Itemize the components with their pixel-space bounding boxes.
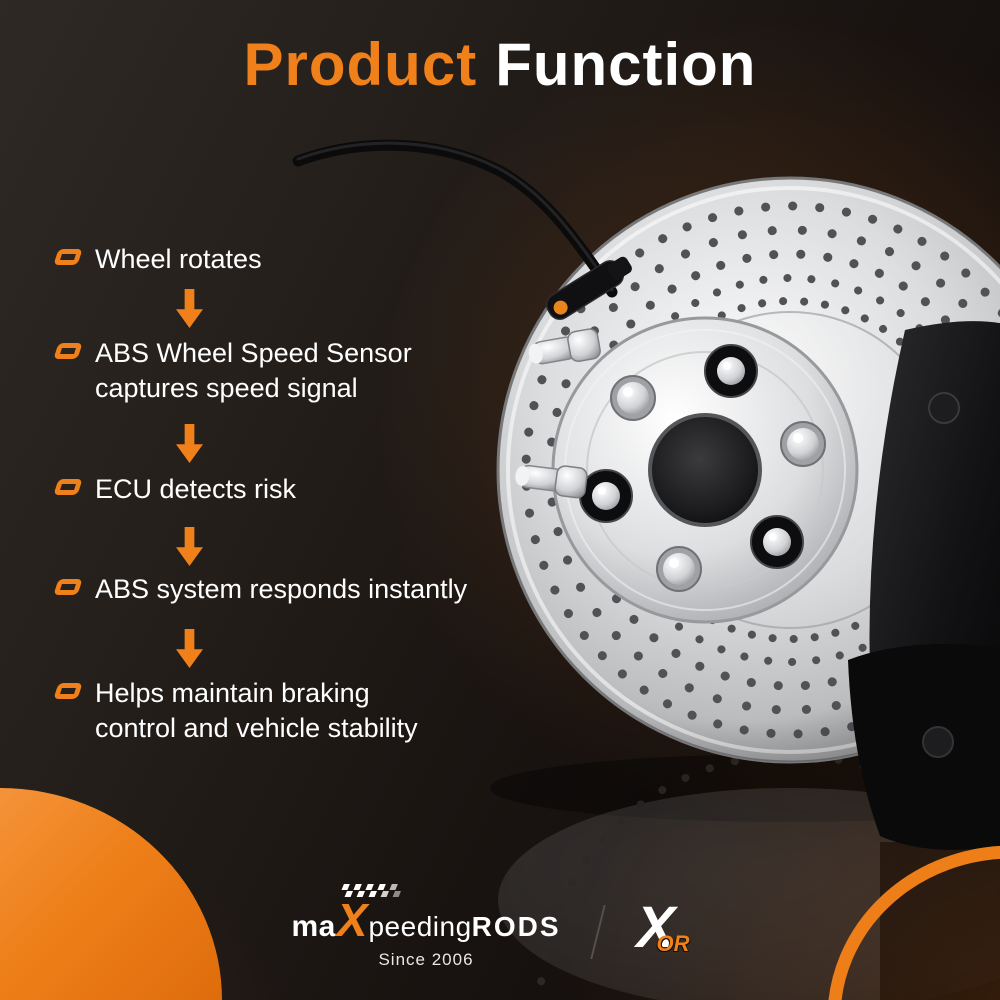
dome-nut <box>780 421 826 467</box>
step-label: ABS Wheel Speed Sensor captures speed si… <box>95 338 412 403</box>
brand-x: X <box>336 894 368 946</box>
dome-nut <box>656 546 702 592</box>
socket-bolt <box>704 344 758 398</box>
title-highlight: Product <box>243 31 478 98</box>
dome-nut <box>610 375 656 421</box>
step-bullet-icon <box>53 249 83 265</box>
abs-sensor-body <box>545 256 632 320</box>
step-bullet-icon <box>53 579 83 595</box>
mark-x: X <box>636 894 676 960</box>
step-item-2: ABS Wheel Speed Sensor captures speed si… <box>53 336 412 405</box>
mark-or: OR <box>656 930 690 956</box>
page-title: Product Function <box>0 30 1000 99</box>
brand-suffix: RODS <box>471 911 561 942</box>
lug-hardware <box>515 328 826 592</box>
step-item-4: ABS system responds instantly <box>53 572 468 607</box>
step-label: ECU detects risk <box>95 474 297 504</box>
brake-caliper <box>848 321 1000 850</box>
step-bullet-icon <box>53 479 83 495</box>
step-bullet-icon <box>53 343 83 359</box>
sensor-orange-grommet <box>553 300 568 315</box>
step-label: Wheel rotates <box>95 244 262 274</box>
footer-divider <box>589 904 606 959</box>
since-text: Since 2006 <box>378 950 474 969</box>
hub-spacer <box>551 316 859 624</box>
brand-prefix: ma <box>291 910 336 943</box>
brand-logo: ma X peeding RODS Since 2006 <box>291 884 560 970</box>
brand-middle: peeding <box>368 911 472 942</box>
footer: ma X peeding RODS Since 2006 X OR <box>0 884 1000 970</box>
abs-sensor-cable <box>292 139 632 320</box>
socket-bolt <box>579 469 633 523</box>
step-item-5: Helps maintain braking control and vehic… <box>53 676 418 745</box>
step-bullet-icon <box>53 683 83 699</box>
step-item-1: Wheel rotates <box>53 242 262 277</box>
wheel-stud <box>528 328 601 365</box>
center-bore <box>650 415 760 525</box>
brand-wordmark: ma X peeding RODS <box>291 893 560 947</box>
title-rest: Function <box>495 31 757 98</box>
checkered-flag-icon <box>341 884 402 897</box>
wheel-stud <box>515 464 588 499</box>
step-label: ABS system responds instantly <box>95 574 468 604</box>
step-label: Helps maintain braking control and vehic… <box>95 678 418 743</box>
step-item-3: ECU detects risk <box>53 472 297 507</box>
brand-x-mark: X OR <box>635 898 709 961</box>
socket-bolt <box>750 515 804 569</box>
